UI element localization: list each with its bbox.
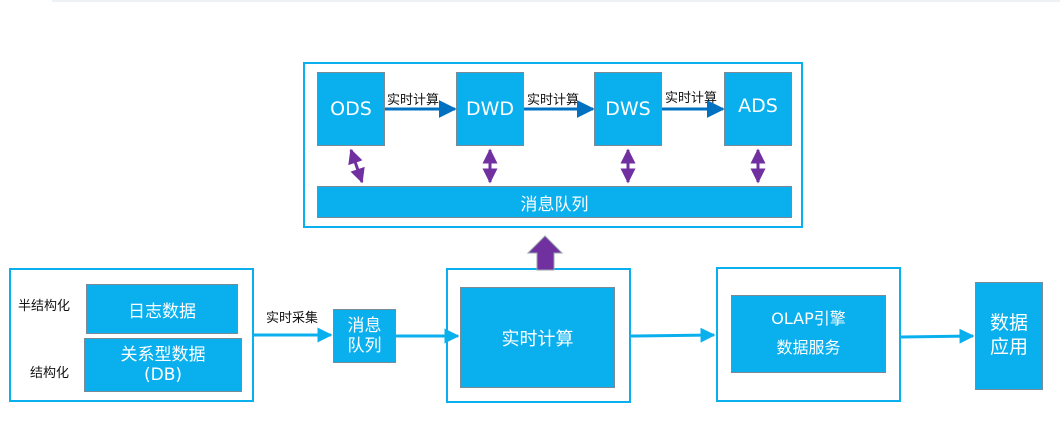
relational-data-label: 关系型数据 — [120, 344, 206, 365]
collect-label: 实时采集 — [266, 311, 319, 326]
olap-box: OLAP引擎 数据服务 — [731, 295, 886, 373]
dwd-box: DWD — [456, 72, 524, 146]
data-app-box: 数据 应用 — [975, 282, 1043, 390]
ods-label: ODS — [330, 98, 372, 120]
log-data-box: 日志数据 — [86, 284, 238, 334]
structured-label: 结构化 — [30, 366, 70, 381]
warehouse-queue-label: 消息队列 — [520, 194, 589, 215]
up-arrow — [526, 235, 564, 271]
relational-data-box: 关系型数据 (DB) — [84, 338, 242, 392]
warehouse-message-queue: 消息队列 — [317, 186, 792, 218]
edge-label-dws-ads: 实时计算 — [665, 91, 718, 106]
top-divider — [52, 0, 1060, 2]
semi-structured-label: 半结构化 — [18, 299, 71, 314]
edge-label-ods-dwd: 实时计算 — [387, 93, 440, 108]
dwd-label: DWD — [465, 98, 515, 120]
log-data-label: 日志数据 — [128, 301, 196, 322]
realtime-compute-box: 实时计算 — [460, 287, 615, 388]
arrow-compute-olap — [630, 327, 716, 343]
bidir-arrow-ods — [348, 148, 365, 184]
edge-label-dwd-dws: 实时计算 — [527, 93, 580, 108]
relational-data-sub-label: (DB) — [143, 365, 183, 385]
message-queue-line2: 队列 — [347, 336, 382, 356]
ads-box: ADS — [724, 72, 792, 146]
dws-label: DWS — [605, 98, 651, 120]
data-app-line2: 应用 — [989, 336, 1028, 358]
ads-label: ADS — [738, 95, 778, 117]
data-app-line1: 数据 — [989, 312, 1028, 335]
data-service-label: 数据服务 — [776, 338, 841, 357]
arrow-olap-app — [900, 328, 975, 344]
olap-engine-label: OLAP引擎 — [771, 309, 846, 329]
message-queue-line1: 消息 — [347, 315, 382, 336]
ods-box: ODS — [317, 72, 385, 146]
realtime-compute-label: 实时计算 — [501, 328, 574, 350]
message-queue-box: 消息 队列 — [333, 309, 396, 363]
dws-box: DWS — [594, 72, 662, 146]
